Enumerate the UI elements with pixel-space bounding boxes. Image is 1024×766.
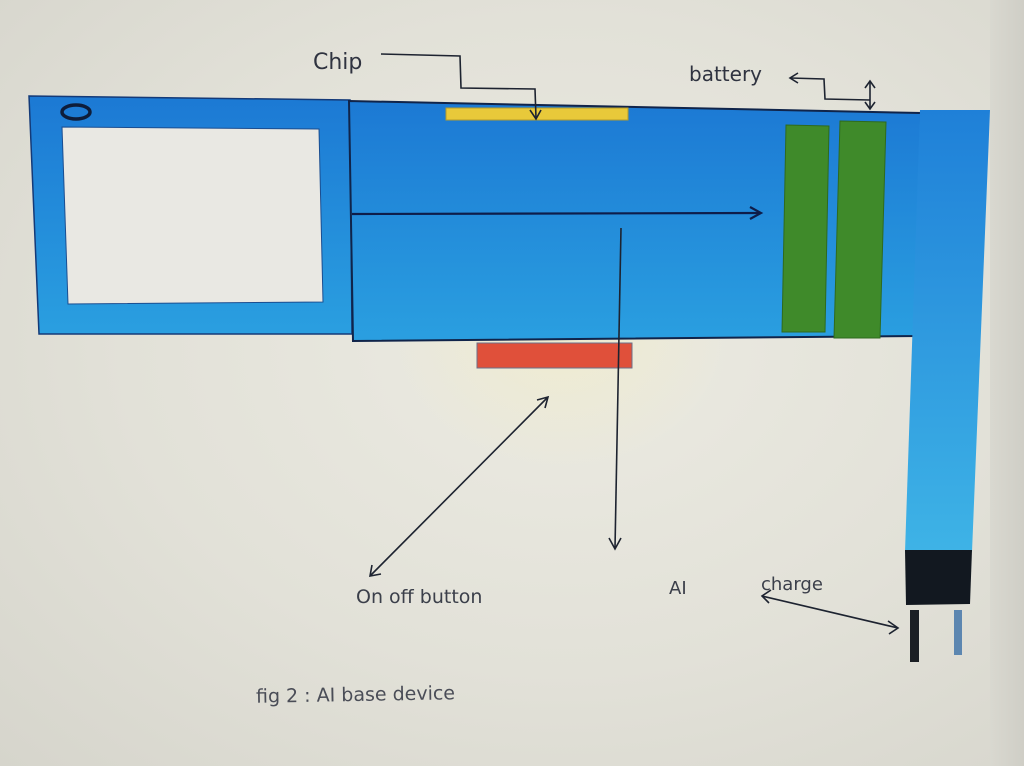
charger-cable <box>905 110 990 662</box>
monitor-bezel <box>990 0 1024 766</box>
callout-lines <box>351 53 900 635</box>
battery-label: battery <box>689 62 762 86</box>
camera-lens-icon <box>60 103 92 121</box>
chip-label: Chip <box>313 50 363 75</box>
charge-label: charge <box>761 574 823 595</box>
battery-leader-line <box>789 77 871 101</box>
ai-label: AI <box>669 578 687 599</box>
main-body <box>347 99 923 343</box>
display-area <box>61 126 324 305</box>
chip-strip <box>445 107 629 121</box>
chip-arrowhead <box>529 109 542 121</box>
battery-arrowhead <box>788 72 799 84</box>
ai-arrow <box>614 227 622 549</box>
charge-arrow <box>761 595 899 629</box>
internal-arrow <box>351 211 761 216</box>
chip-leader-line <box>380 53 537 119</box>
screen-module <box>28 95 353 335</box>
battery-cell-2 <box>833 120 887 339</box>
charger-pin-1 <box>910 610 919 662</box>
on-off-button <box>476 342 633 369</box>
charger-plug <box>905 550 972 605</box>
on-off-arrow <box>369 396 549 577</box>
cable-body <box>905 110 990 552</box>
figure-caption: fig 2 : AI base device <box>255 682 456 708</box>
charger-pin-2 <box>954 610 962 655</box>
on-off-button-label: On off button <box>356 586 483 608</box>
battery-cell-1 <box>781 124 830 333</box>
